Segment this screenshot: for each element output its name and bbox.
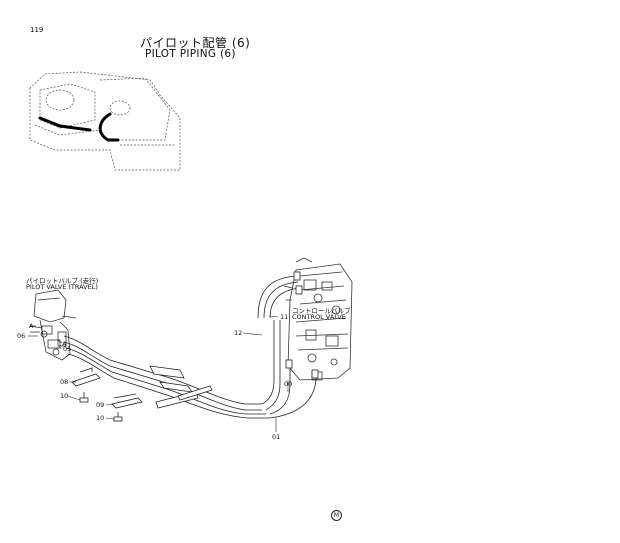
hose-bundle	[63, 275, 317, 419]
clamp-plate-lower	[111, 393, 143, 409]
part-number-10-upper: 10	[60, 392, 69, 400]
clamp-plate-upper	[71, 367, 101, 387]
part-number-01: 01	[272, 433, 281, 441]
page-number: 119	[30, 26, 44, 34]
title-english: PILOT PIPING (6)	[145, 48, 236, 60]
control-valve-fittings	[285, 271, 319, 379]
part-number-05: 05	[63, 345, 72, 353]
hose-clamps	[149, 365, 213, 409]
control-valve	[283, 257, 353, 381]
leader-lines	[28, 315, 289, 432]
part-number-09: 09	[96, 401, 105, 409]
part-number-08: 08	[60, 378, 69, 386]
pilot-valve-travel	[29, 289, 77, 361]
view-letter-a-2: A	[62, 340, 67, 348]
bolt-upper	[79, 392, 89, 403]
part-number-00: 00	[284, 380, 293, 388]
model-mark-icon: M	[331, 510, 342, 521]
part-number-10-lower: 10	[96, 414, 105, 422]
control-valve-label-jp: コントロールバルブ	[292, 307, 351, 315]
control-valve-label-en: CONTROL VALVE	[292, 313, 346, 321]
bolt-lower	[113, 412, 123, 422]
view-letter-a-1: A	[29, 322, 34, 330]
title-japanese: パイロット配管 (6)	[140, 36, 251, 50]
machine-overview-sketch	[29, 71, 181, 171]
part-number-12: 12	[234, 329, 243, 337]
pilot-valve-label-en: PILOT VALVE (TRAVEL)	[26, 283, 98, 291]
part-number-06: 06	[17, 332, 26, 340]
highlighted-pipe-route	[38, 112, 120, 142]
pilot-valve-label-jp: パイロットバルブ (走行)	[26, 277, 99, 285]
part-number-11: 11	[280, 313, 289, 321]
